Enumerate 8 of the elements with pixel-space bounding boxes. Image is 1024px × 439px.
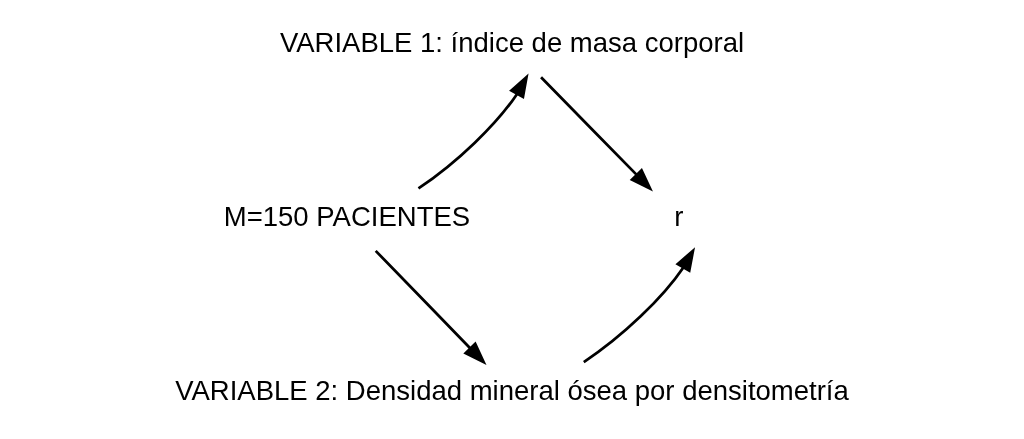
arrow: [540, 76, 653, 192]
node-text: M=150 PACIENTES: [223, 201, 471, 233]
node-text: VARIABLE 1: índice de masa corporal: [279, 27, 745, 59]
node-text: r: [674, 201, 684, 233]
arrow: [417, 73, 529, 190]
arrow: [374, 249, 487, 366]
arrow: [583, 247, 696, 364]
node-text: VARIABLE 2: Densidad mineral ósea por densitometría: [175, 374, 849, 406]
